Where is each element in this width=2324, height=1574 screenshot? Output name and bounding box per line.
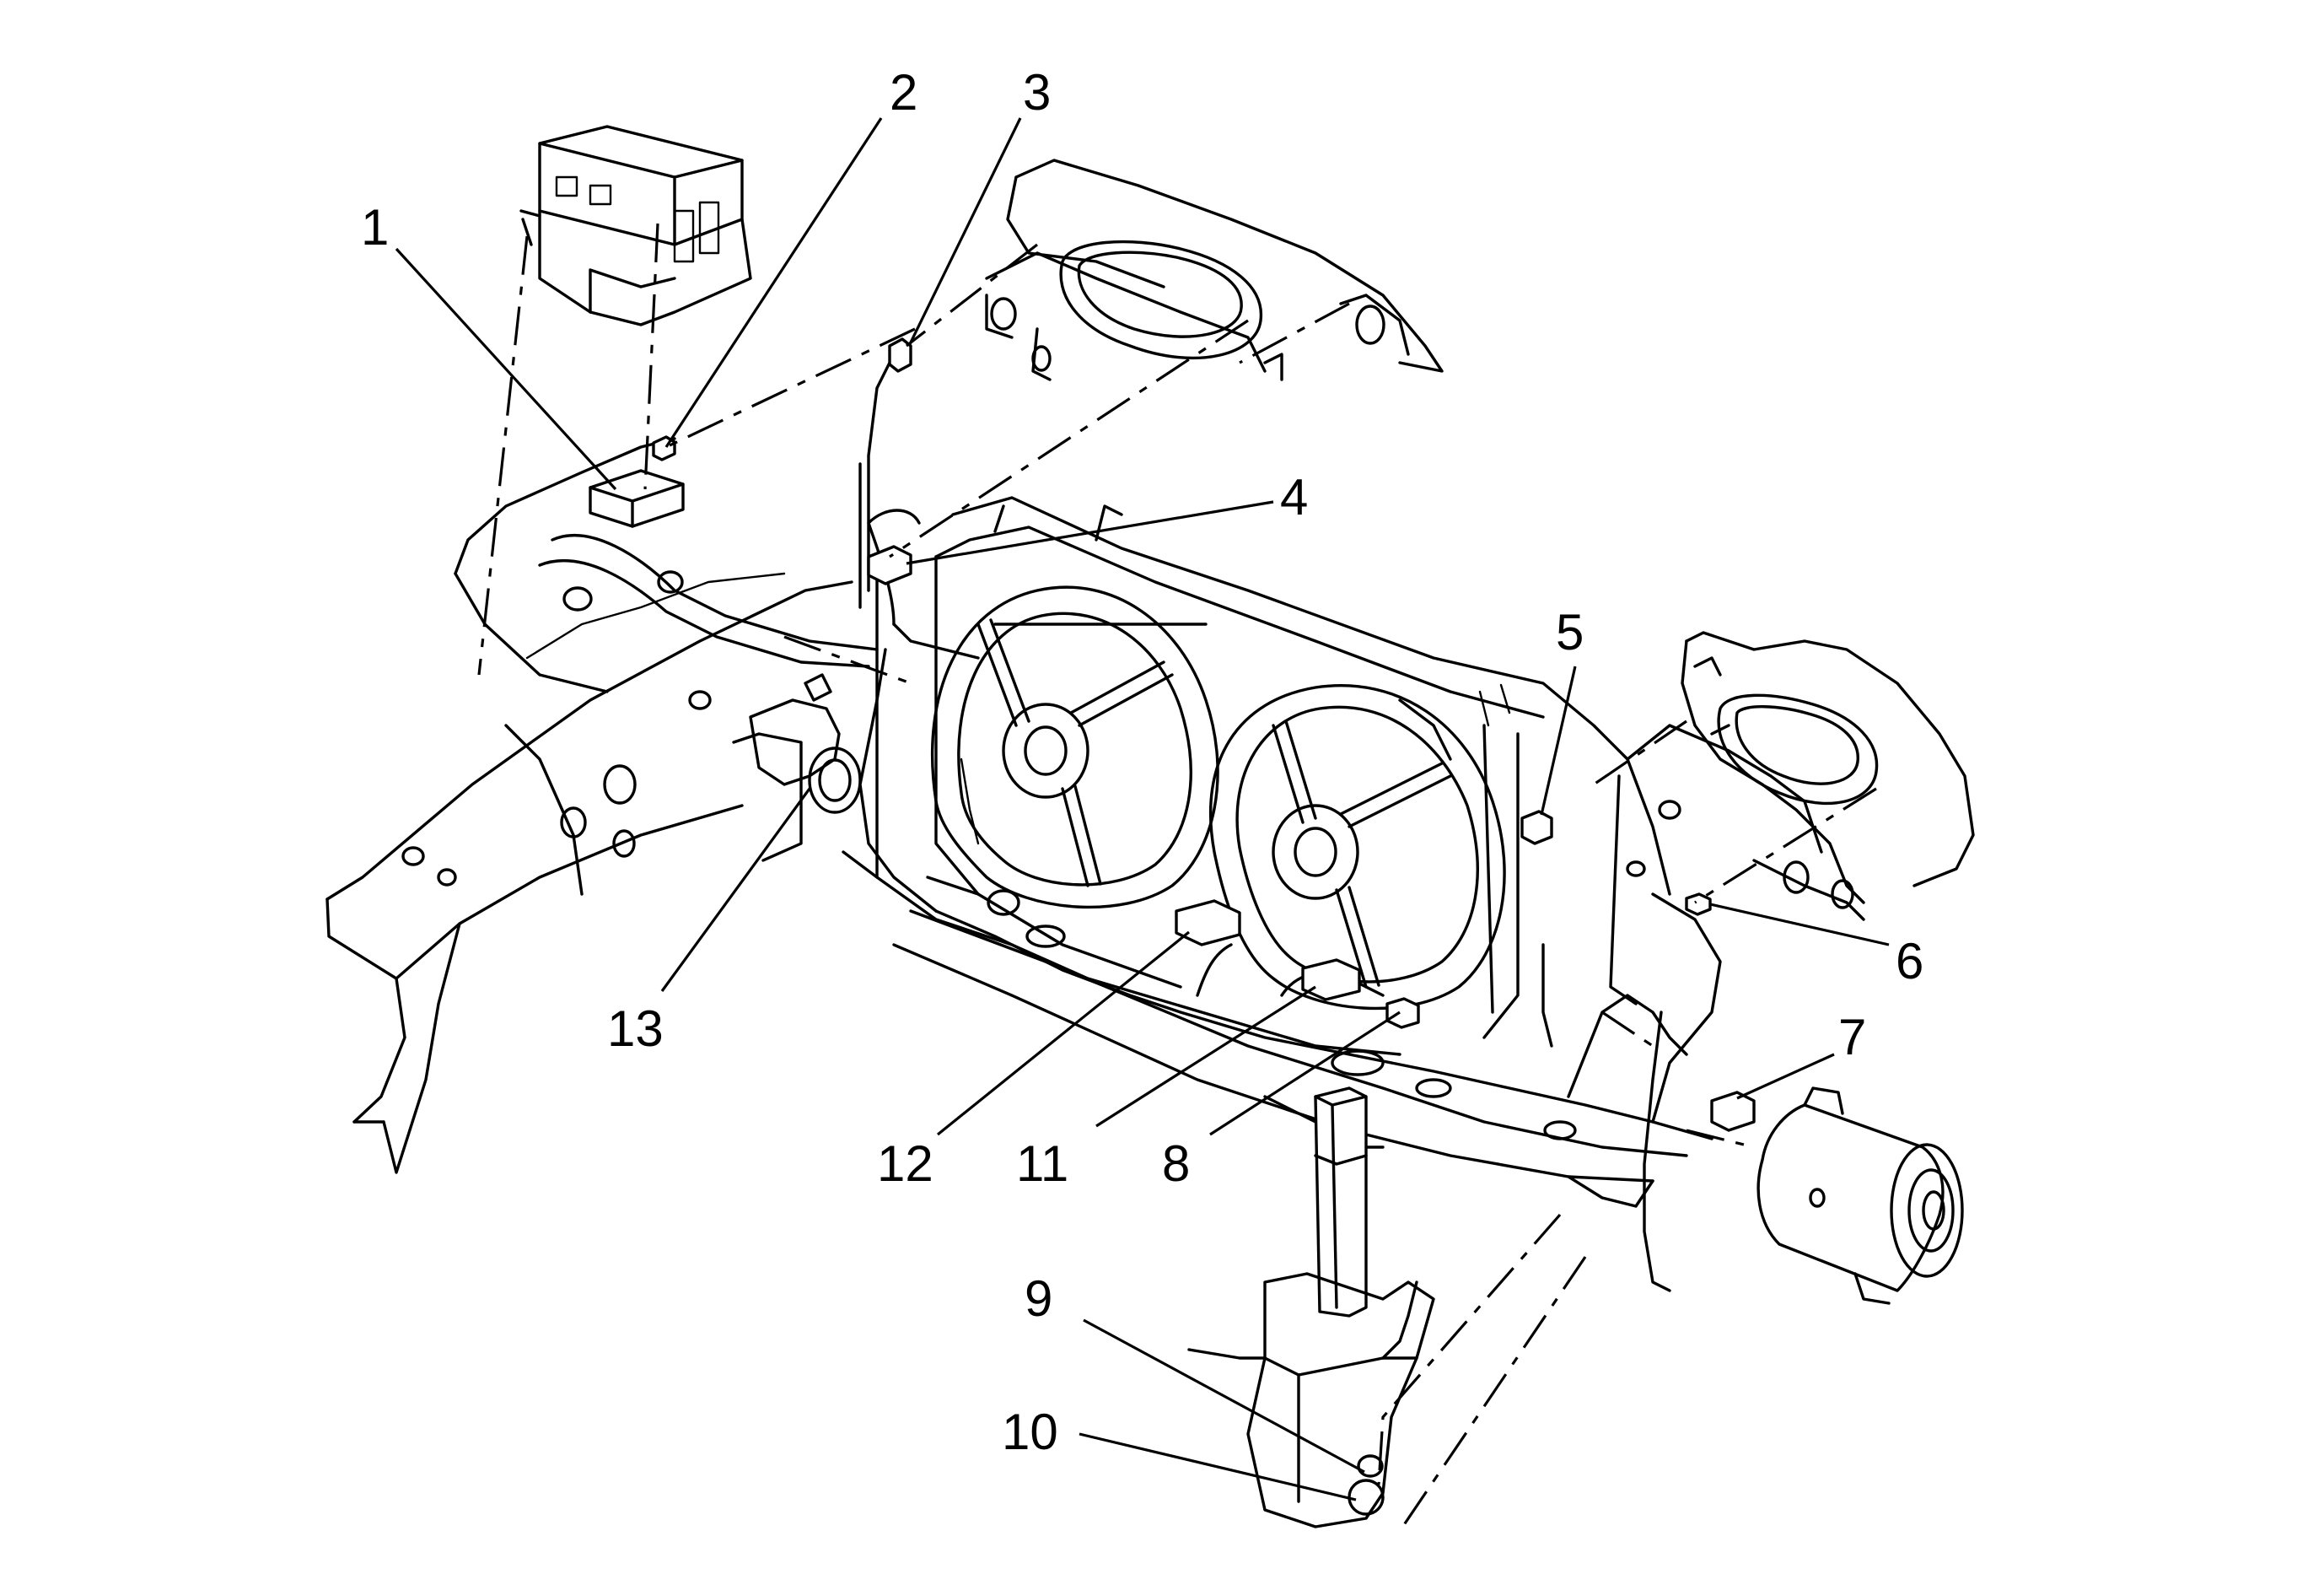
cooling-fan-left	[930, 585, 1219, 909]
horn-assembly	[749, 673, 862, 814]
callout-3-leader	[907, 117, 1022, 347]
callout-3-label: 3	[1023, 64, 1051, 121]
callout-1-leader	[395, 247, 617, 491]
headlamp-right	[1681, 631, 1975, 921]
callout-2-label: 2	[890, 64, 917, 121]
callout-13-label: 13	[607, 1000, 664, 1057]
ac-compressor	[1756, 1086, 1964, 1305]
engine-compartment-harness	[538, 353, 1713, 1292]
callout-4-leader	[906, 500, 1274, 565]
callout-1-label: 1	[361, 199, 389, 256]
callout-4-label: 4	[1280, 469, 1308, 526]
callout-11-label: 11	[1016, 1135, 1068, 1192]
cooling-fan-right	[1208, 684, 1506, 1011]
callout-5-leader	[1540, 666, 1577, 816]
callout-6-leader	[1709, 903, 1890, 946]
callout-2-leader	[664, 117, 883, 448]
callout-13-leader	[660, 788, 811, 992]
callout-7-label: 7	[1838, 1009, 1866, 1065]
washer-fluid-reservoir	[1187, 1086, 1435, 1528]
headlamp-left	[985, 159, 1444, 381]
callout-10-leader	[1079, 1432, 1357, 1501]
callout-6-label: 6	[1896, 933, 1923, 989]
callout-12-label: 12	[877, 1135, 933, 1192]
callout-12-leader	[936, 930, 1191, 1136]
callouts: 1 2 3 4 5 6 7 8 9 10 11 12 13	[361, 64, 1923, 1501]
callout-9-leader	[1083, 1318, 1365, 1474]
lower-crossmember	[892, 889, 1688, 1208]
underhood-fuse-block	[519, 125, 752, 326]
harness-connectors	[867, 337, 1756, 1132]
callout-5-label: 5	[1556, 604, 1584, 660]
callout-8-label: 8	[1162, 1135, 1190, 1192]
callout-10-label: 10	[1002, 1404, 1058, 1460]
callout-8-leader	[1209, 1011, 1401, 1136]
callout-9-label: 9	[1025, 1270, 1052, 1327]
callout-7-leader	[1736, 1053, 1835, 1100]
left-fender-apron	[325, 437, 853, 1174]
assembly-dashed-lines	[477, 223, 1877, 1532]
callout-11-leader	[1095, 985, 1316, 1128]
